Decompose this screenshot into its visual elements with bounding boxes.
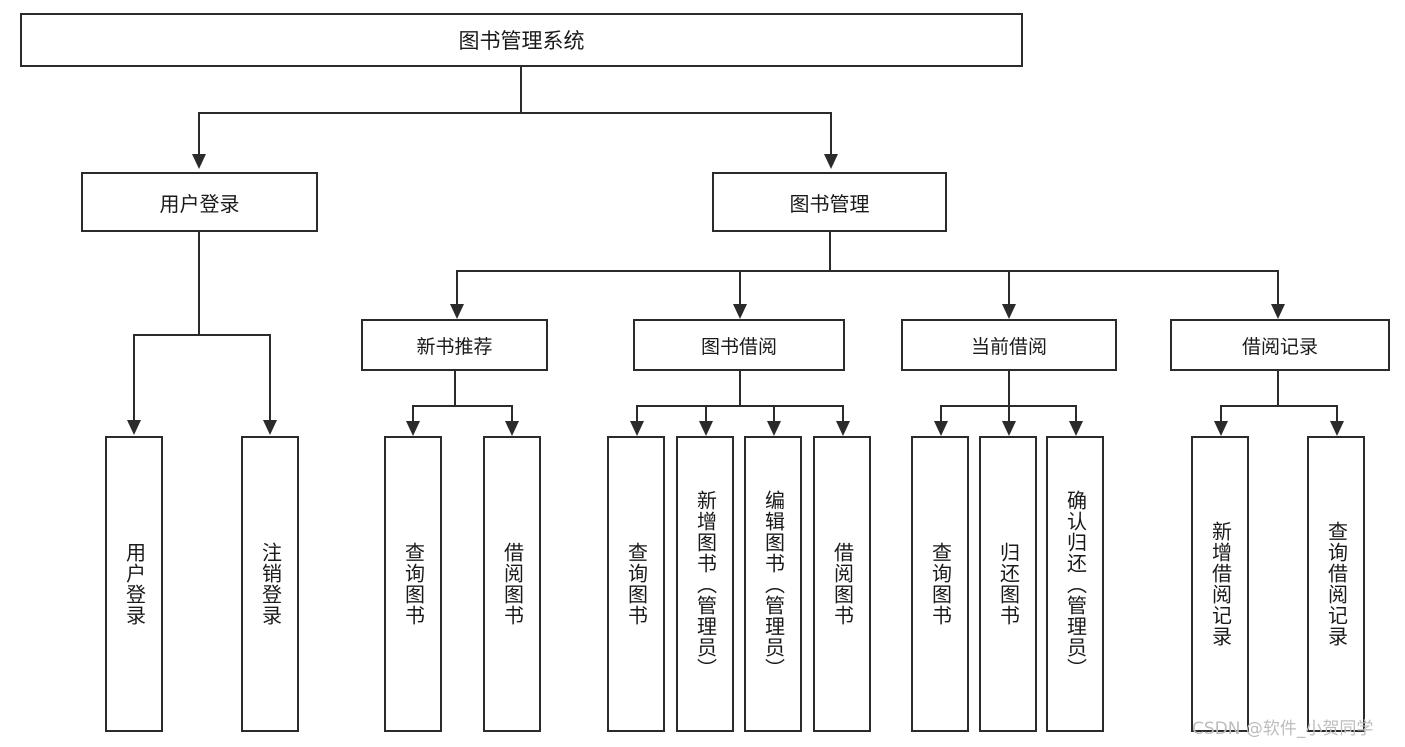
node-label: 查询借阅记录: [1324, 521, 1349, 647]
arrowhead-bb-to-leaf-3: [767, 421, 781, 436]
connector-root-stem: [520, 67, 522, 112]
connector-book-borrow-stem: [739, 371, 741, 405]
connector-new-book-stem: [454, 371, 456, 405]
connector-borrow-record-stem: [1277, 371, 1279, 405]
node-label: 借阅图书: [500, 542, 525, 626]
connector-cb-to-leaf-3: [1075, 405, 1077, 421]
node-leaf-query-book-2[interactable]: 查询图书: [607, 436, 665, 732]
arrowhead-cb-to-leaf-2: [1002, 421, 1016, 436]
connector-user-login-to-leaf-2: [269, 334, 271, 420]
connector-borrow-record-bus: [1220, 405, 1337, 407]
node-leaf-add-book[interactable]: 新增图书（管理员）: [676, 436, 734, 732]
connector-root-to-book-management: [830, 112, 832, 154]
node-label: 图书借阅: [700, 335, 777, 358]
connector-bm-to-book-borrow: [739, 270, 741, 304]
arrowhead-nb-to-leaf-1: [406, 421, 420, 436]
arrowhead-bm-to-current-borrow: [1002, 304, 1016, 319]
node-current-borrow[interactable]: 当前借阅: [901, 319, 1117, 371]
node-new-book-recommend[interactable]: 新书推荐: [361, 319, 548, 371]
arrowhead-user-login-to-leaf-1: [127, 420, 141, 435]
node-leaf-confirm-return[interactable]: 确认归还（管理员）: [1046, 436, 1104, 732]
node-leaf-add-record[interactable]: 新增借阅记录: [1191, 436, 1249, 732]
arrowhead-bm-to-new-book: [450, 304, 464, 319]
node-label: 当前借阅: [970, 335, 1047, 358]
node-label: 查询图书: [401, 542, 426, 626]
arrowhead-br-to-leaf-1: [1214, 421, 1228, 436]
node-label: 借阅图书: [830, 542, 855, 626]
connector-user-login-bus: [133, 334, 271, 336]
node-leaf-query-book-1[interactable]: 查询图书: [384, 436, 442, 732]
connector-bm-to-borrow-record: [1277, 270, 1279, 304]
connector-cb-to-leaf-2: [1008, 405, 1010, 421]
arrowhead-bb-to-leaf-4: [836, 421, 850, 436]
connector-book-management-stem: [829, 232, 831, 270]
node-label: 查询图书: [928, 542, 953, 626]
arrowhead-root-to-user-login: [192, 154, 206, 169]
node-label: 注销登录: [258, 542, 283, 626]
node-leaf-user-login[interactable]: 用户登录: [105, 436, 163, 732]
connector-root-to-user-login: [198, 112, 200, 154]
node-label: 归还图书: [996, 542, 1021, 626]
node-label: 编辑图书（管理员）: [761, 489, 786, 679]
connector-current-borrow-stem: [1008, 371, 1010, 405]
node-label: 用户登录: [159, 191, 240, 216]
arrowhead-bb-to-leaf-1: [630, 421, 644, 436]
arrowhead-cb-to-leaf-1: [934, 421, 948, 436]
node-user-login[interactable]: 用户登录: [81, 172, 318, 232]
arrowhead-bm-to-borrow-record: [1271, 304, 1285, 319]
arrowhead-root-to-book-management: [824, 154, 838, 169]
connector-cb-to-leaf-1: [940, 405, 942, 421]
node-label: 图书管理: [789, 191, 870, 216]
connector-bb-to-leaf-2: [705, 405, 707, 421]
node-label: 查询图书: [624, 542, 649, 626]
node-label: 确认归还（管理员）: [1063, 489, 1088, 679]
node-label: 新增借阅记录: [1208, 521, 1233, 647]
node-label: 新书推荐: [416, 335, 493, 358]
arrowhead-user-login-to-leaf-2: [263, 420, 277, 435]
node-book-management-system[interactable]: 图书管理系统: [20, 13, 1023, 67]
node-book-borrow[interactable]: 图书借阅: [633, 319, 845, 371]
connector-book-borrow-bus: [636, 405, 844, 407]
node-book-management[interactable]: 图书管理: [712, 172, 947, 232]
connector-root-bus: [198, 112, 832, 114]
connector-br-to-leaf-1: [1220, 405, 1222, 421]
connector-bm-to-new-book: [456, 270, 458, 304]
connector-br-to-leaf-2: [1336, 405, 1338, 421]
connector-user-login-stem: [198, 232, 200, 334]
connector-bb-to-leaf-1: [636, 405, 638, 421]
node-leaf-query-record[interactable]: 查询借阅记录: [1307, 436, 1365, 732]
node-borrow-record[interactable]: 借阅记录: [1170, 319, 1390, 371]
arrowhead-nb-to-leaf-2: [505, 421, 519, 436]
node-leaf-borrow-book-2[interactable]: 借阅图书: [813, 436, 871, 732]
arrowhead-cb-to-leaf-3: [1069, 421, 1083, 436]
arrowhead-br-to-leaf-2: [1330, 421, 1344, 436]
node-leaf-logout-login[interactable]: 注销登录: [241, 436, 299, 732]
connector-book-management-bus: [456, 270, 1279, 272]
connector-bb-to-leaf-3: [773, 405, 775, 421]
arrowhead-bb-to-leaf-2: [699, 421, 713, 436]
node-leaf-edit-book[interactable]: 编辑图书（管理员）: [744, 436, 802, 732]
connector-user-login-to-leaf-1: [133, 334, 135, 420]
connector-bb-to-leaf-4: [842, 405, 844, 421]
connector-bm-to-current-borrow: [1008, 270, 1010, 304]
node-leaf-borrow-book-1[interactable]: 借阅图书: [483, 436, 541, 732]
node-leaf-query-book-3[interactable]: 查询图书: [911, 436, 969, 732]
node-label: 新增图书（管理员）: [693, 489, 718, 679]
connector-new-book-bus: [412, 405, 512, 407]
node-leaf-return-book[interactable]: 归还图书: [979, 436, 1037, 732]
connector-nb-to-leaf-1: [412, 405, 414, 421]
connector-nb-to-leaf-2: [511, 405, 513, 421]
node-label: 借阅记录: [1241, 335, 1318, 358]
node-label: 图书管理系统: [458, 29, 585, 53]
node-label: 用户登录: [122, 542, 147, 626]
arrowhead-bm-to-book-borrow: [733, 304, 747, 319]
